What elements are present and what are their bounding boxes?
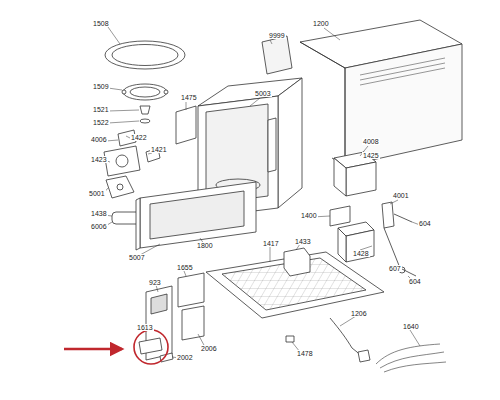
callout-number: 5007 — [128, 254, 146, 261]
fan-hub — [117, 184, 123, 190]
door-button — [139, 338, 162, 354]
key-bracket — [182, 306, 204, 340]
waveguide-bracket — [330, 206, 350, 226]
control-board — [178, 273, 204, 307]
roller-ring — [123, 84, 167, 100]
power-cord — [330, 318, 362, 356]
callout-number: 1613 — [136, 324, 154, 331]
callout-number: 5001 — [88, 190, 106, 197]
shield-plate — [176, 106, 196, 144]
washer — [140, 119, 150, 123]
callout-number: 1425 — [362, 152, 380, 159]
callout-number: 1509 — [92, 83, 110, 90]
fuse-holder — [382, 202, 394, 228]
highlight-circle — [134, 330, 168, 364]
callout-number: 2002 — [176, 354, 194, 361]
door-panel — [140, 182, 256, 248]
cavity-side — [278, 78, 302, 208]
callout-number: 1438 — [90, 210, 108, 217]
callout-number: 1655 — [176, 264, 194, 271]
callout-number: 604 — [408, 278, 422, 285]
callout-number: 1433 — [294, 238, 312, 245]
leader-lines — [102, 27, 420, 358]
callout-number: 9999 — [268, 32, 286, 39]
transformer-body — [346, 230, 374, 262]
callout-number: 1521 — [92, 106, 110, 113]
literature-sheet — [262, 36, 292, 74]
callout-number: 1428 — [352, 250, 370, 257]
roller-wheel — [164, 90, 168, 94]
coupling — [140, 106, 150, 114]
callout-number: 1417 — [262, 240, 280, 247]
callout-number: 1422 — [130, 134, 148, 141]
fan-motor — [116, 155, 128, 167]
fan-motor-bracket — [104, 146, 140, 176]
callout-number: 4006 — [90, 136, 108, 143]
callout-number: 1475 — [180, 94, 198, 101]
display-window — [151, 294, 167, 314]
magnetron-body — [346, 162, 376, 196]
callout-number: 1522 — [92, 119, 110, 126]
callout-number: 6006 — [90, 223, 108, 230]
callout-number: 604 — [418, 220, 432, 227]
callout-number: 1800 — [196, 242, 214, 249]
callout-number: 1508 — [92, 20, 110, 27]
lead-wire — [384, 228, 416, 276]
latch-board — [268, 118, 276, 172]
callout-number: 2006 — [200, 345, 218, 352]
callout-number: 4001 — [392, 192, 410, 199]
case-vents — [360, 58, 445, 85]
callout-number: 1423 — [90, 156, 108, 163]
fuse-wire — [394, 214, 412, 222]
turntable-tray — [105, 41, 185, 69]
callout-number: 607 — [388, 265, 402, 272]
callout-number: 5003 — [254, 90, 272, 97]
turntable-tray-rim — [112, 45, 178, 66]
callout-number: 1206 — [350, 310, 368, 317]
door-edge — [136, 198, 140, 250]
roller-ring-inner — [130, 87, 160, 97]
magnetron-side — [334, 158, 346, 196]
outer-case-edge — [300, 42, 345, 166]
foot — [286, 336, 294, 342]
transformer-small — [284, 248, 310, 276]
callout-number: 1421 — [150, 146, 168, 153]
plug — [358, 350, 370, 362]
callout-number: 1640 — [402, 323, 420, 330]
callout-number: 4008 — [362, 138, 380, 145]
door-window — [150, 191, 244, 239]
callout-number: 1400 — [300, 212, 318, 219]
fan-blade — [106, 176, 134, 198]
callout-number: 1200 — [312, 20, 330, 27]
wire-harness — [376, 344, 446, 372]
transformer-side — [338, 228, 346, 262]
roller-wheel — [122, 90, 126, 94]
outer-case-side — [345, 44, 462, 166]
highlight-arrow — [64, 348, 122, 351]
callout-number: 1478 — [296, 350, 314, 357]
callout-number: 923 — [148, 279, 162, 286]
